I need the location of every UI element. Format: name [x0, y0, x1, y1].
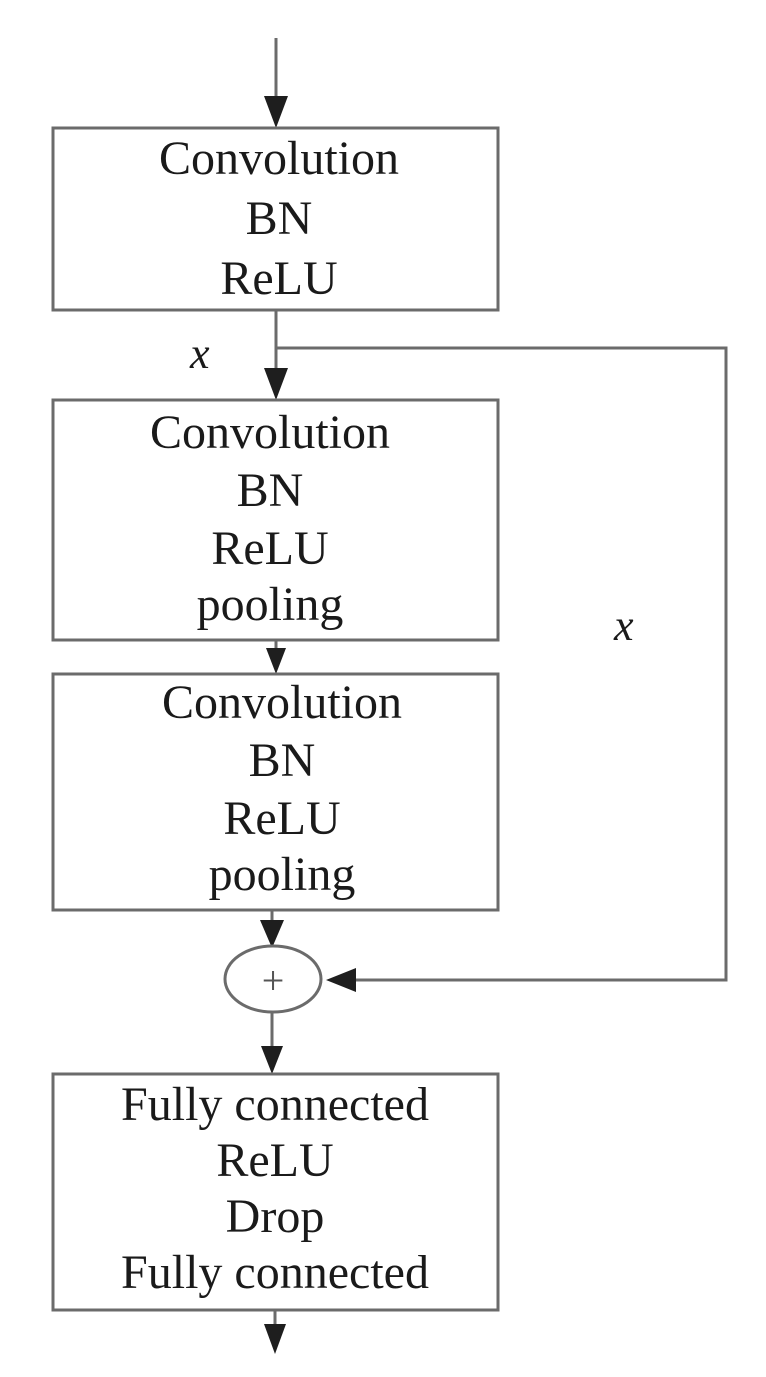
block-1-line-1: Convolution [159, 132, 399, 185]
plus-icon: + [262, 958, 285, 1003]
skip-connection-path [276, 346, 728, 982]
skip-arrowhead [326, 968, 356, 992]
block-2-line-2: BN [237, 464, 304, 517]
output-arrowhead [264, 1324, 286, 1354]
conv-block-2: Convolution BN ReLU pooling [51, 398, 500, 642]
block-2-line-1: Convolution [150, 406, 390, 459]
block-1-line-3: ReLU [220, 252, 337, 305]
block-4-line-1: Fully connected [121, 1078, 429, 1131]
x-label-main: x [189, 329, 210, 378]
input-arrowhead [264, 96, 288, 128]
block-3-line-4: pooling [209, 848, 356, 901]
fc-block: Fully connected ReLU Drop Fully connecte… [51, 1072, 500, 1312]
block-4-line-2: ReLU [216, 1134, 333, 1187]
arrowhead-1-2 [264, 368, 288, 400]
arrowhead-3-add [260, 920, 284, 948]
conv-block-3: Convolution BN ReLU pooling [51, 672, 500, 912]
conv-block-1: Convolution BN ReLU [51, 126, 500, 312]
arrowhead-add-4 [261, 1046, 283, 1074]
block-3-line-1: Convolution [162, 676, 402, 729]
arrowhead-2-3 [266, 648, 286, 674]
block-2-line-3: ReLU [211, 522, 328, 575]
block-4-line-4: Fully connected [121, 1246, 429, 1299]
x-label-skip: x [613, 601, 634, 650]
block-2-line-4: pooling [197, 578, 344, 631]
block-4-line-3: Drop [226, 1190, 325, 1243]
block-1-line-2: BN [246, 192, 313, 245]
add-node: + [223, 944, 323, 1014]
block-3-line-2: BN [249, 734, 316, 787]
block-3-line-3: ReLU [223, 792, 340, 845]
